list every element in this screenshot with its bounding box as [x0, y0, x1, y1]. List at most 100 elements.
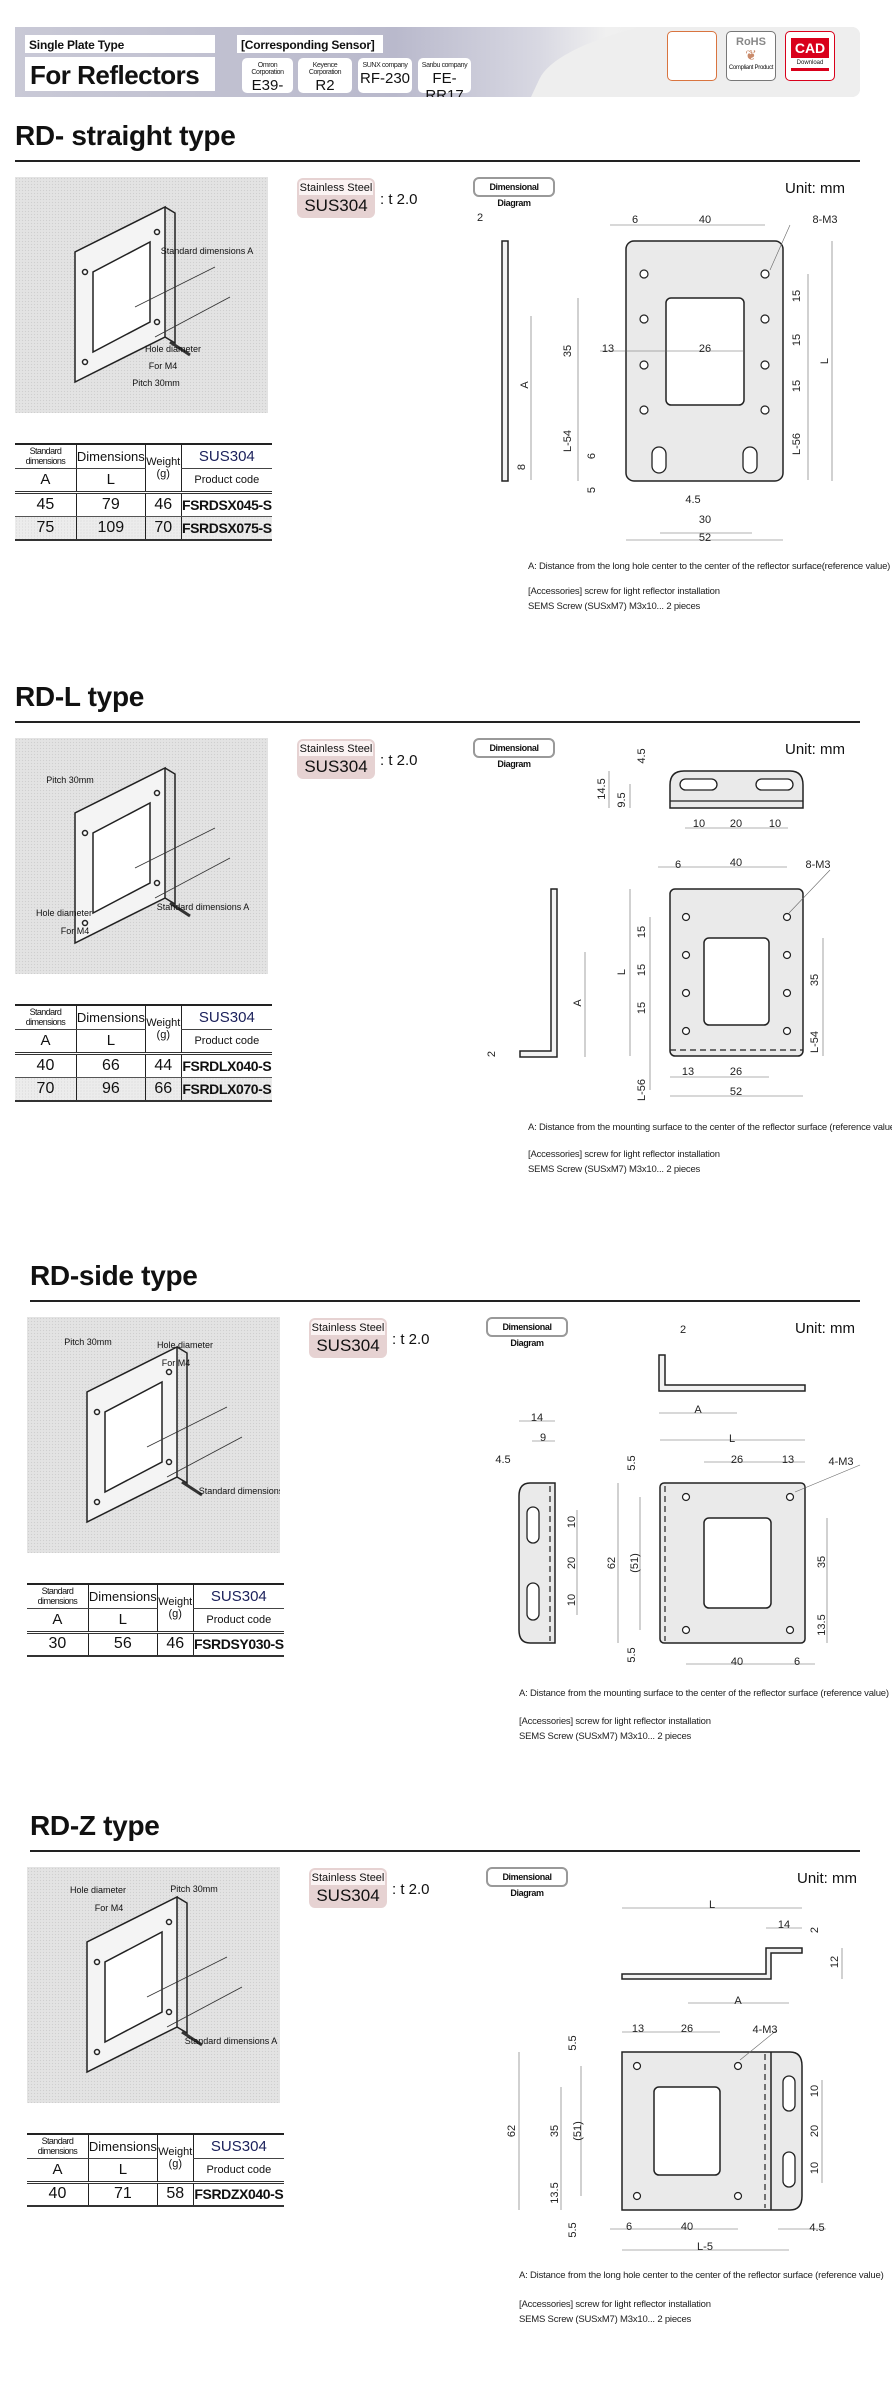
unit-label: Unit: mm — [785, 180, 845, 197]
dimension-label: 2 — [477, 212, 483, 224]
straight-type-drawing — [501, 224, 833, 541]
dimension-label: L — [819, 358, 831, 364]
sensor-model: FE-RR17 — [425, 70, 464, 97]
header-product-code: Product code — [180, 468, 272, 494]
dimension-label: 35 — [562, 345, 574, 357]
dimension-label: 10 — [566, 1594, 578, 1606]
dimension-label: A — [734, 1995, 742, 2007]
header-standard-dimensions: Standard dimensions — [27, 1583, 89, 1609]
illustration-callout: Pitch 30mm — [170, 1884, 218, 1894]
material-label: Stainless Steel — [299, 741, 373, 756]
dimension-lines — [518, 1907, 843, 2251]
dimension-label: 5.5 — [626, 1455, 638, 1470]
dimension-label: 40 — [731, 1656, 743, 1668]
dimensional-diagram-label: Dimensional Diagram — [473, 738, 555, 769]
rohs-leaf-icon: ❦ — [745, 47, 757, 63]
header-dimensions: Dimensions — [87, 1583, 158, 1609]
dimension-label: L-54 — [562, 430, 574, 452]
header-material: SUS304 — [180, 1004, 272, 1030]
z-type-drawing — [518, 1907, 843, 2251]
dimension-label: 15 — [636, 964, 648, 976]
long-hole — [526, 1582, 540, 1621]
material-label: Stainless Steel — [311, 1320, 385, 1335]
header-standard-dimensions: Standard dimensions — [27, 2133, 89, 2159]
plate-thickness: : t 2.0 — [392, 1331, 430, 1348]
header-standard-dimensions: Standard dimensions — [15, 1004, 77, 1030]
dimension-label: 40 — [699, 214, 711, 226]
dimensional-diagram-label: Dimensional Diagram — [486, 1867, 568, 1898]
cell-l: 71 — [87, 2182, 158, 2207]
cell-product-code[interactable]: FSRDLX040-S — [180, 1053, 272, 1078]
illustration-callout: Hole diameter — [145, 344, 201, 354]
weight-unit: (g) — [168, 2157, 182, 2170]
header-weight: Weight(g) — [156, 2133, 194, 2184]
dimension-label: 26 — [731, 1454, 743, 1466]
illustration-callout: For M4 — [149, 361, 178, 371]
illustration-callout: Standard dimensions A — [161, 246, 254, 256]
reflector-window — [665, 297, 745, 406]
dimension-label: 20 — [730, 818, 742, 830]
dimension-label: 13 — [602, 343, 614, 355]
dimension-label: 2 — [809, 1927, 821, 1933]
top-view-bracket — [658, 1354, 806, 1392]
mounting-holes — [681, 912, 792, 1036]
unit-label: Unit: mm — [795, 1320, 855, 1337]
sensor-company: SUNX company — [362, 62, 408, 69]
illustration-callout: Standard dimensions A — [185, 2036, 278, 2046]
cell-weight: 70 — [144, 516, 182, 541]
cell-a: 45 — [15, 492, 77, 517]
reflector-window — [703, 937, 770, 1026]
dimension-a-note: A: Distance from the long hole center to… — [528, 561, 891, 572]
accessories-note: SEMS Screw (SUSxM7) M3x10... 2 pieces — [528, 601, 701, 612]
dimension-label: 40 — [681, 2221, 693, 2233]
illustration-callout: For M4 — [162, 1358, 191, 1368]
header-l: L — [87, 2158, 158, 2184]
cell-product-code[interactable]: FSRDZX040-S — [192, 2182, 284, 2207]
sensor-model: R2 — [315, 77, 335, 94]
dimension-label: 4.5 — [495, 1454, 510, 1466]
mounting-holes — [632, 2061, 743, 2201]
illustration-callout: Pitch 30mm — [132, 378, 180, 388]
dimension-label: 62 — [606, 1557, 618, 1569]
header-a: A — [27, 2158, 89, 2184]
material-grade: SUS304 — [316, 1886, 380, 1905]
cell-product-code[interactable]: FSRDSY030-S — [192, 1632, 284, 1657]
cell-l: 66 — [75, 1053, 146, 1078]
cell-l: 96 — [75, 1077, 146, 1102]
dimension-label: 10 — [566, 1516, 578, 1528]
weight-unit: (g) — [156, 1028, 170, 1041]
cell-product-code[interactable]: FSRDSX075-S — [180, 516, 272, 541]
l-type-drawing — [519, 770, 831, 1097]
dimension-label: 8-M3 — [812, 214, 837, 226]
cad-download-button[interactable]: CAD Download — [785, 31, 835, 81]
cell-l: 56 — [87, 1632, 158, 1657]
cell-l: 79 — [75, 492, 146, 517]
header-dimensions: Dimensions — [87, 2133, 158, 2159]
dimension-label: A — [519, 381, 531, 389]
header-a: A — [15, 468, 77, 494]
dimensional-diagram-label: Dimensional Diagram — [486, 1317, 568, 1348]
material-grade: SUS304 — [304, 196, 368, 215]
illustration-callout: Standard dimensions A — [157, 902, 250, 912]
side-type-drawing — [518, 1354, 861, 1665]
dimension-label: L-54 — [809, 1031, 821, 1053]
reflector-window — [653, 2086, 721, 2176]
cell-product-code[interactable]: FSRDLX070-S — [180, 1077, 272, 1102]
dimension-label: 10 — [809, 2085, 821, 2097]
header-product-code: Product code — [192, 1608, 284, 1634]
section-divider — [30, 1850, 860, 1852]
long-hole — [679, 778, 718, 791]
cell-product-code[interactable]: FSRDSX045-S — [180, 492, 272, 517]
dimension-label: 13 — [632, 2023, 644, 2035]
dimension-label: 15 — [791, 290, 803, 302]
